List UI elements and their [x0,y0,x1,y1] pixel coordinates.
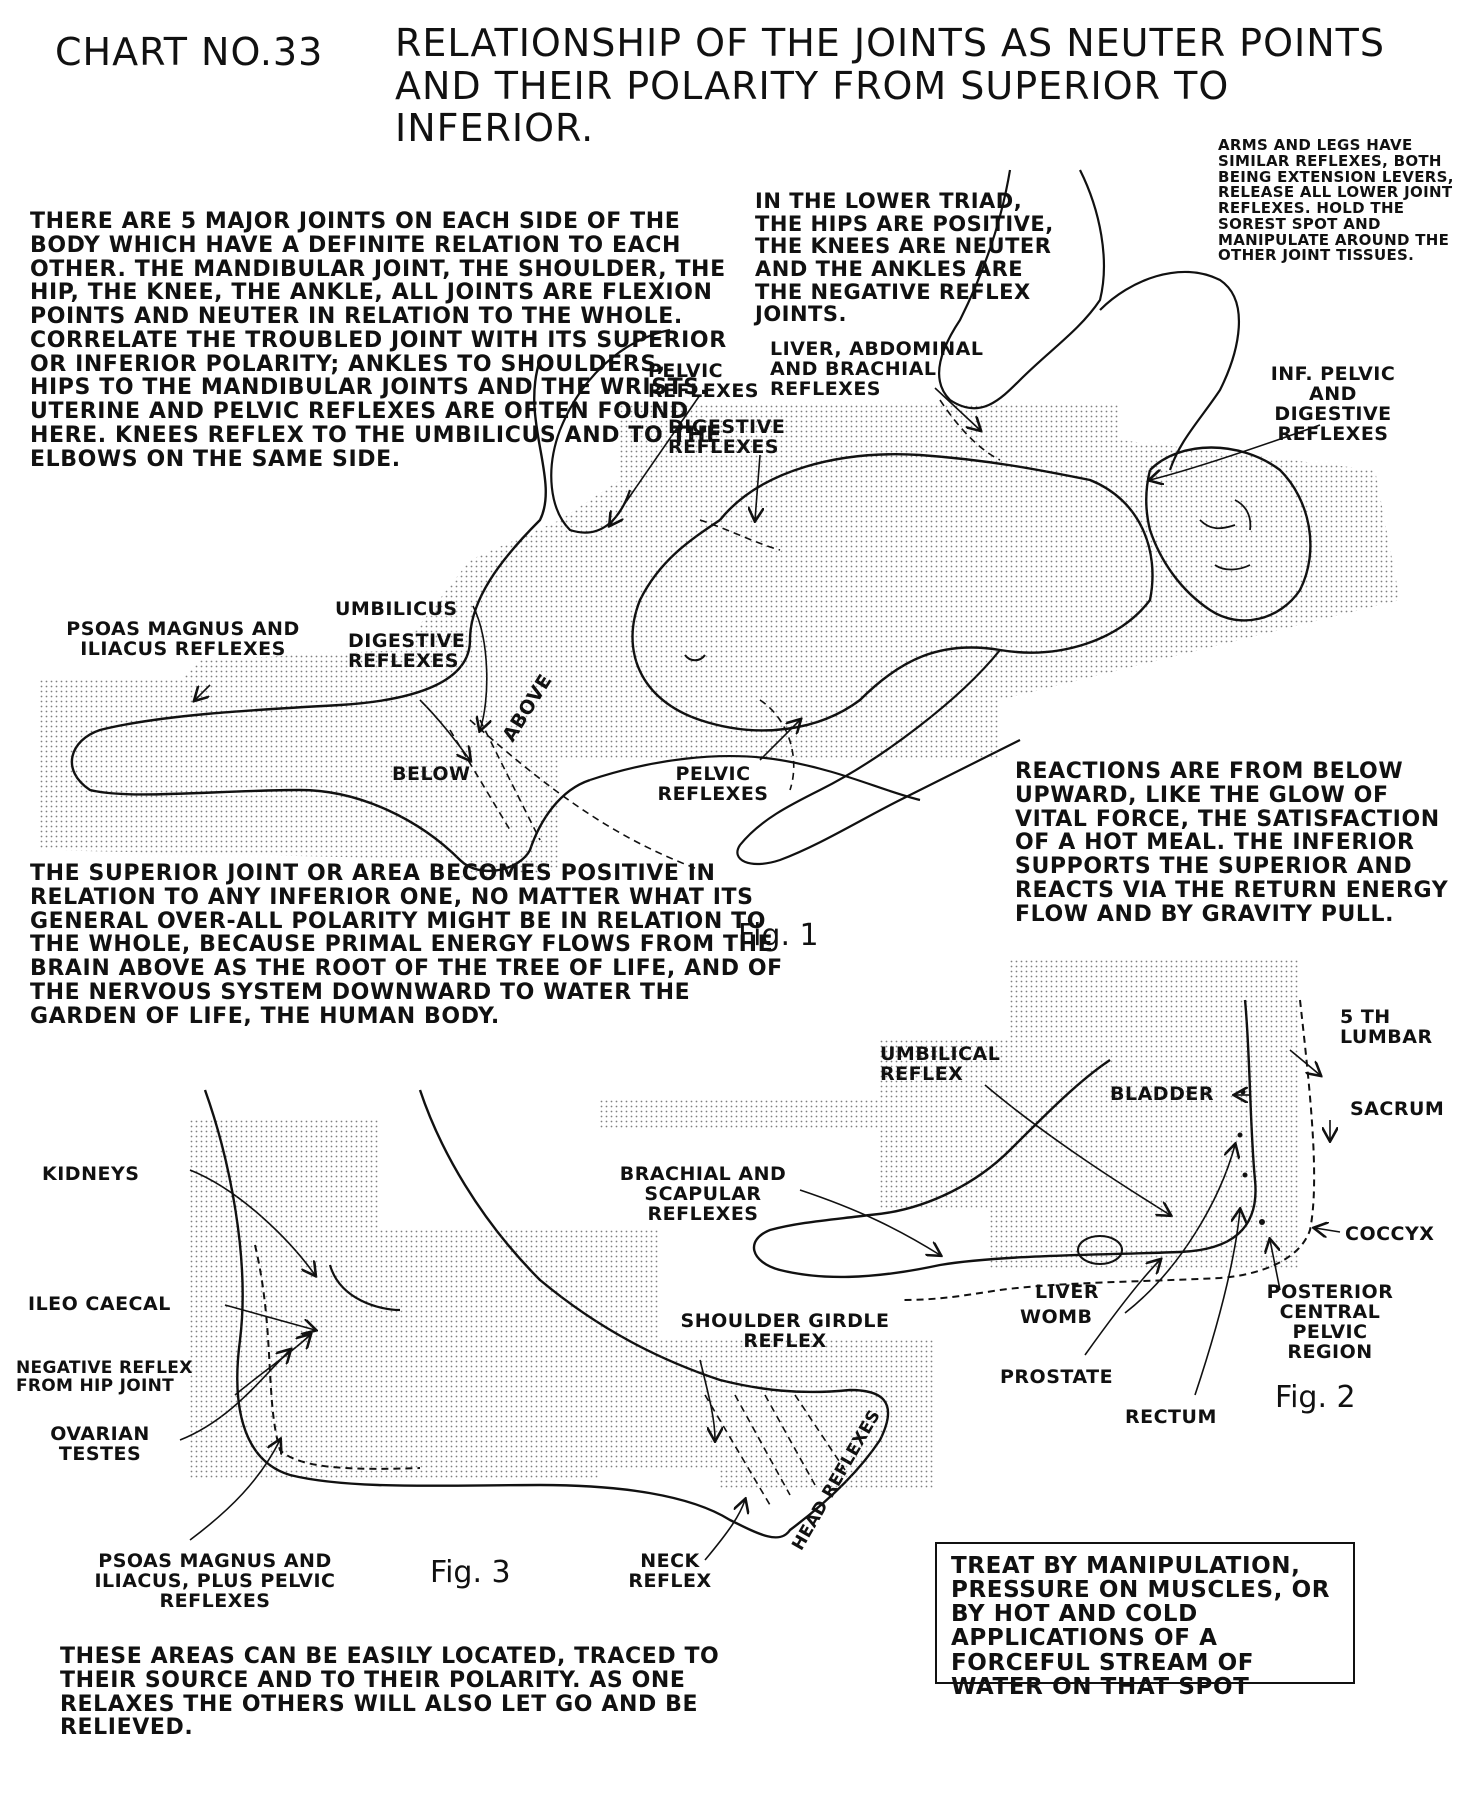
fig2-label-coccyx: COCCYX [1345,1223,1435,1245]
fig2-label-prostate: PROSTATE [1000,1366,1114,1388]
fig2-shaded-background [600,960,1300,1270]
fig1-label-digestive-mid: DIGESTIVE REFLEXES [348,630,466,672]
fig3-drawing [179,1089,935,1561]
chart-number: CHART NO.33 [55,30,324,74]
fig2-label-brachial-scapular: BRACHIAL AND SCAPULAR REFLEXES [619,1163,787,1225]
fig1-label-below: BELOW [392,763,471,785]
fig2-label-rectum: RECTUM [1125,1406,1217,1428]
fig2-label-sacrum: SACRUM [1350,1098,1445,1120]
fig1-label-digestive-top: DIGESTIVE REFLEXES [668,416,786,458]
page-title: RELATIONSHIP OF THE JOINTS AS NEUTER POI… [395,21,1385,151]
fig1-label-psoas: PSOAS MAGNUS AND ILIACUS REFLEXES [66,618,300,660]
fig2-label-bladder: BLADDER [1110,1083,1214,1105]
fig1-label-pelvic-reflexes-top: PELVIC REFLEXES [648,360,759,402]
fig1-label-umbilicus: UMBILICUS [335,598,458,620]
fig3-label-ileo-caecal: ILEO CAECAL [28,1293,171,1315]
paragraph-these-areas: THESE AREAS CAN BE EASILY LOCATED, TRACE… [60,1644,720,1741]
fig3-label-neck-reflex: NECK REFLEX [628,1550,712,1592]
fig3-shaded-background [190,1120,935,1490]
paragraph-arms-legs: ARMS AND LEGS HAVE SIMILAR REFLEXES, BOT… [1218,136,1454,265]
fig3-label-ovarian: OVARIAN TESTES [50,1423,150,1465]
fig2-caption: Fig. 2 [1275,1380,1356,1415]
fig1-label-pelvic-reflexes-bottom: PELVIC REFLEXES [657,763,769,805]
fig2-label-umbilical: UMBILICAL REFLEX [880,1043,1001,1085]
fig3-caption: Fig. 3 [430,1555,511,1590]
fig2-label-liver: LIVER [1035,1281,1099,1303]
paragraph-lower-triad: IN THE LOWER TRIAD, THE HIPS ARE POSITIV… [755,189,1054,327]
fig3-label-psoas: PSOAS MAGNUS AND ILIACUS, PLUS PELVIC RE… [94,1550,336,1612]
fig1-shaded-background [40,405,1400,880]
fig2-label-fifth-lumbar: 5 TH LUMBAR [1340,1006,1433,1048]
fig2-drawing [600,960,1341,1396]
paragraph-superior-joint: THE SUPERIOR JOINT OR AREA BECOMES POSIT… [30,861,783,1029]
fig3-label-kidneys: KIDNEYS [42,1163,140,1185]
paragraph-major-joints: THERE ARE 5 MAJOR JOINTS ON EACH SIDE OF… [30,209,727,472]
fig3-label-shoulder-girdle: SHOULDER GIRDLE REFLEX [680,1310,890,1352]
fig3-label-negative-reflex: NEGATIVE REFLEX FROM HIP JOINT [16,1358,193,1396]
treatment-note-box: TREAT BY MANIPULATION, PRESSURE ON MUSCL… [935,1542,1355,1699]
paragraph-reactions: REACTIONS ARE FROM BELOW UPWARD, LIKE TH… [1015,759,1449,927]
fig1-drawing [40,169,1400,880]
fig2-label-womb: WOMB [1020,1306,1093,1328]
fig2-label-posterior: POSTERIOR CENTRAL PELVIC REGION [1266,1281,1394,1363]
fig1-label-liver-abdominal: LIVER, ABDOMINAL AND BRACHIAL REFLEXES [770,338,984,400]
fig1-caption: Fig. 1 [738,918,819,953]
fig1-label-inf-pelvic: INF. PELVIC AND DIGESTIVE REFLEXES [1270,363,1396,445]
